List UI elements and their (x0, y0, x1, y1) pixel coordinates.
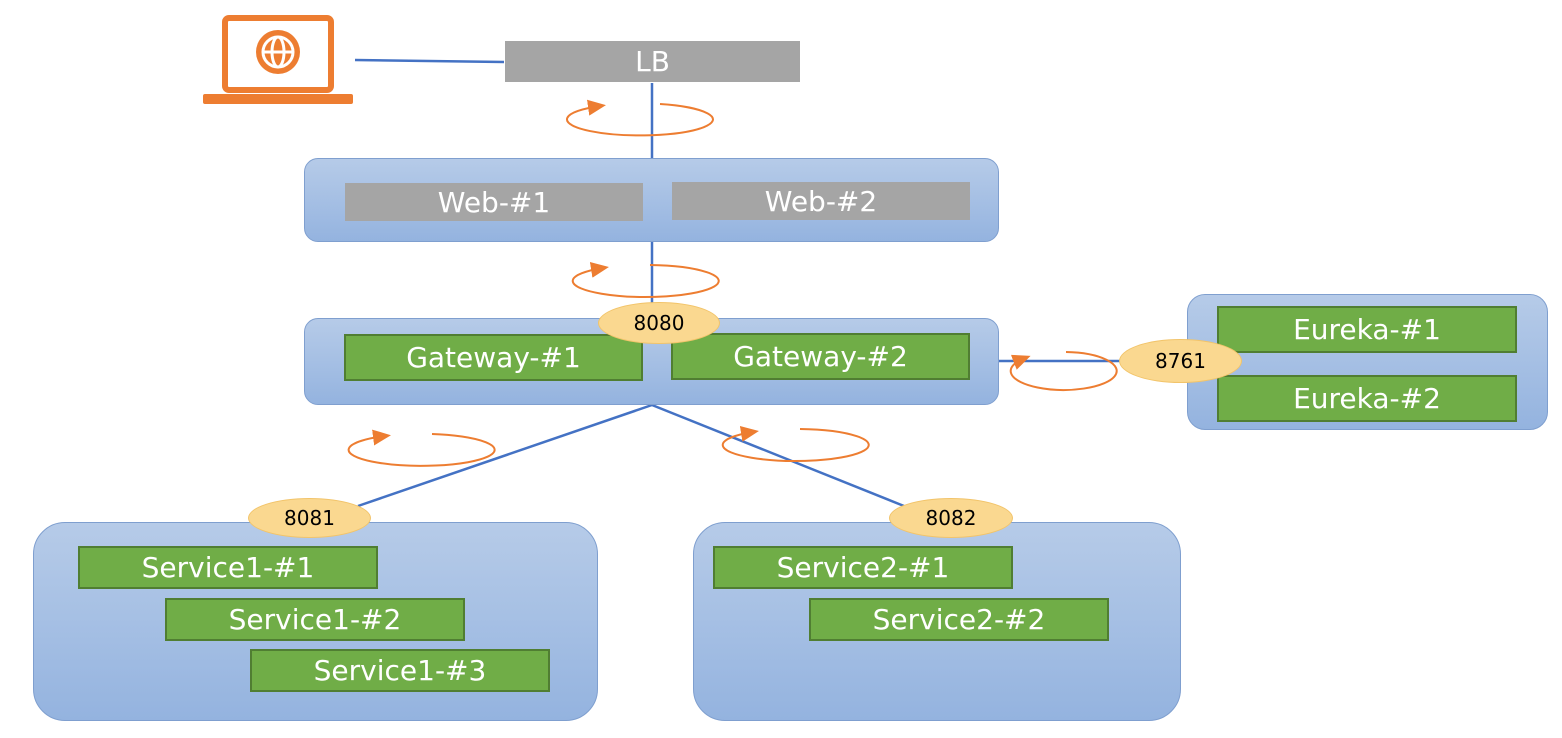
link-gateway-service1 (357, 403, 653, 508)
lb-node: LB (505, 41, 800, 82)
eureka-node-1: Eureka-#1 (1217, 306, 1517, 353)
link-client-lb (354, 58, 505, 64)
round-robin-arrow-web (571, 261, 720, 298)
gateway-node-2: Gateway-#2 (671, 333, 970, 380)
laptop-globe-icon (203, 15, 353, 104)
service2-node-1: Service2-#1 (713, 546, 1013, 589)
service1-port-badge: 8081 (248, 498, 371, 538)
gateway-node-1: Gateway-#1 (344, 334, 643, 381)
eureka-port-badge: 8761 (1119, 339, 1242, 383)
service1-node-3: Service1-#3 (250, 649, 550, 692)
service1-node-2: Service1-#2 (165, 598, 465, 641)
round-robin-arrow-service2 (721, 425, 870, 462)
eureka-node-2: Eureka-#2 (1217, 375, 1517, 422)
link-gateway-service2 (651, 403, 905, 508)
round-robin-arrow-lb (566, 99, 714, 137)
service2-port-badge: 8082 (889, 498, 1013, 538)
web-node-2: Web-#2 (672, 182, 970, 220)
service1-node-1: Service1-#1 (78, 546, 378, 589)
round-robin-arrow-eureka (1009, 351, 1118, 391)
gateway-port-badge: 8080 (598, 302, 720, 344)
service2-node-2: Service2-#2 (809, 598, 1109, 641)
round-robin-arrow-service1 (347, 429, 496, 467)
web-node-1: Web-#1 (345, 183, 643, 221)
